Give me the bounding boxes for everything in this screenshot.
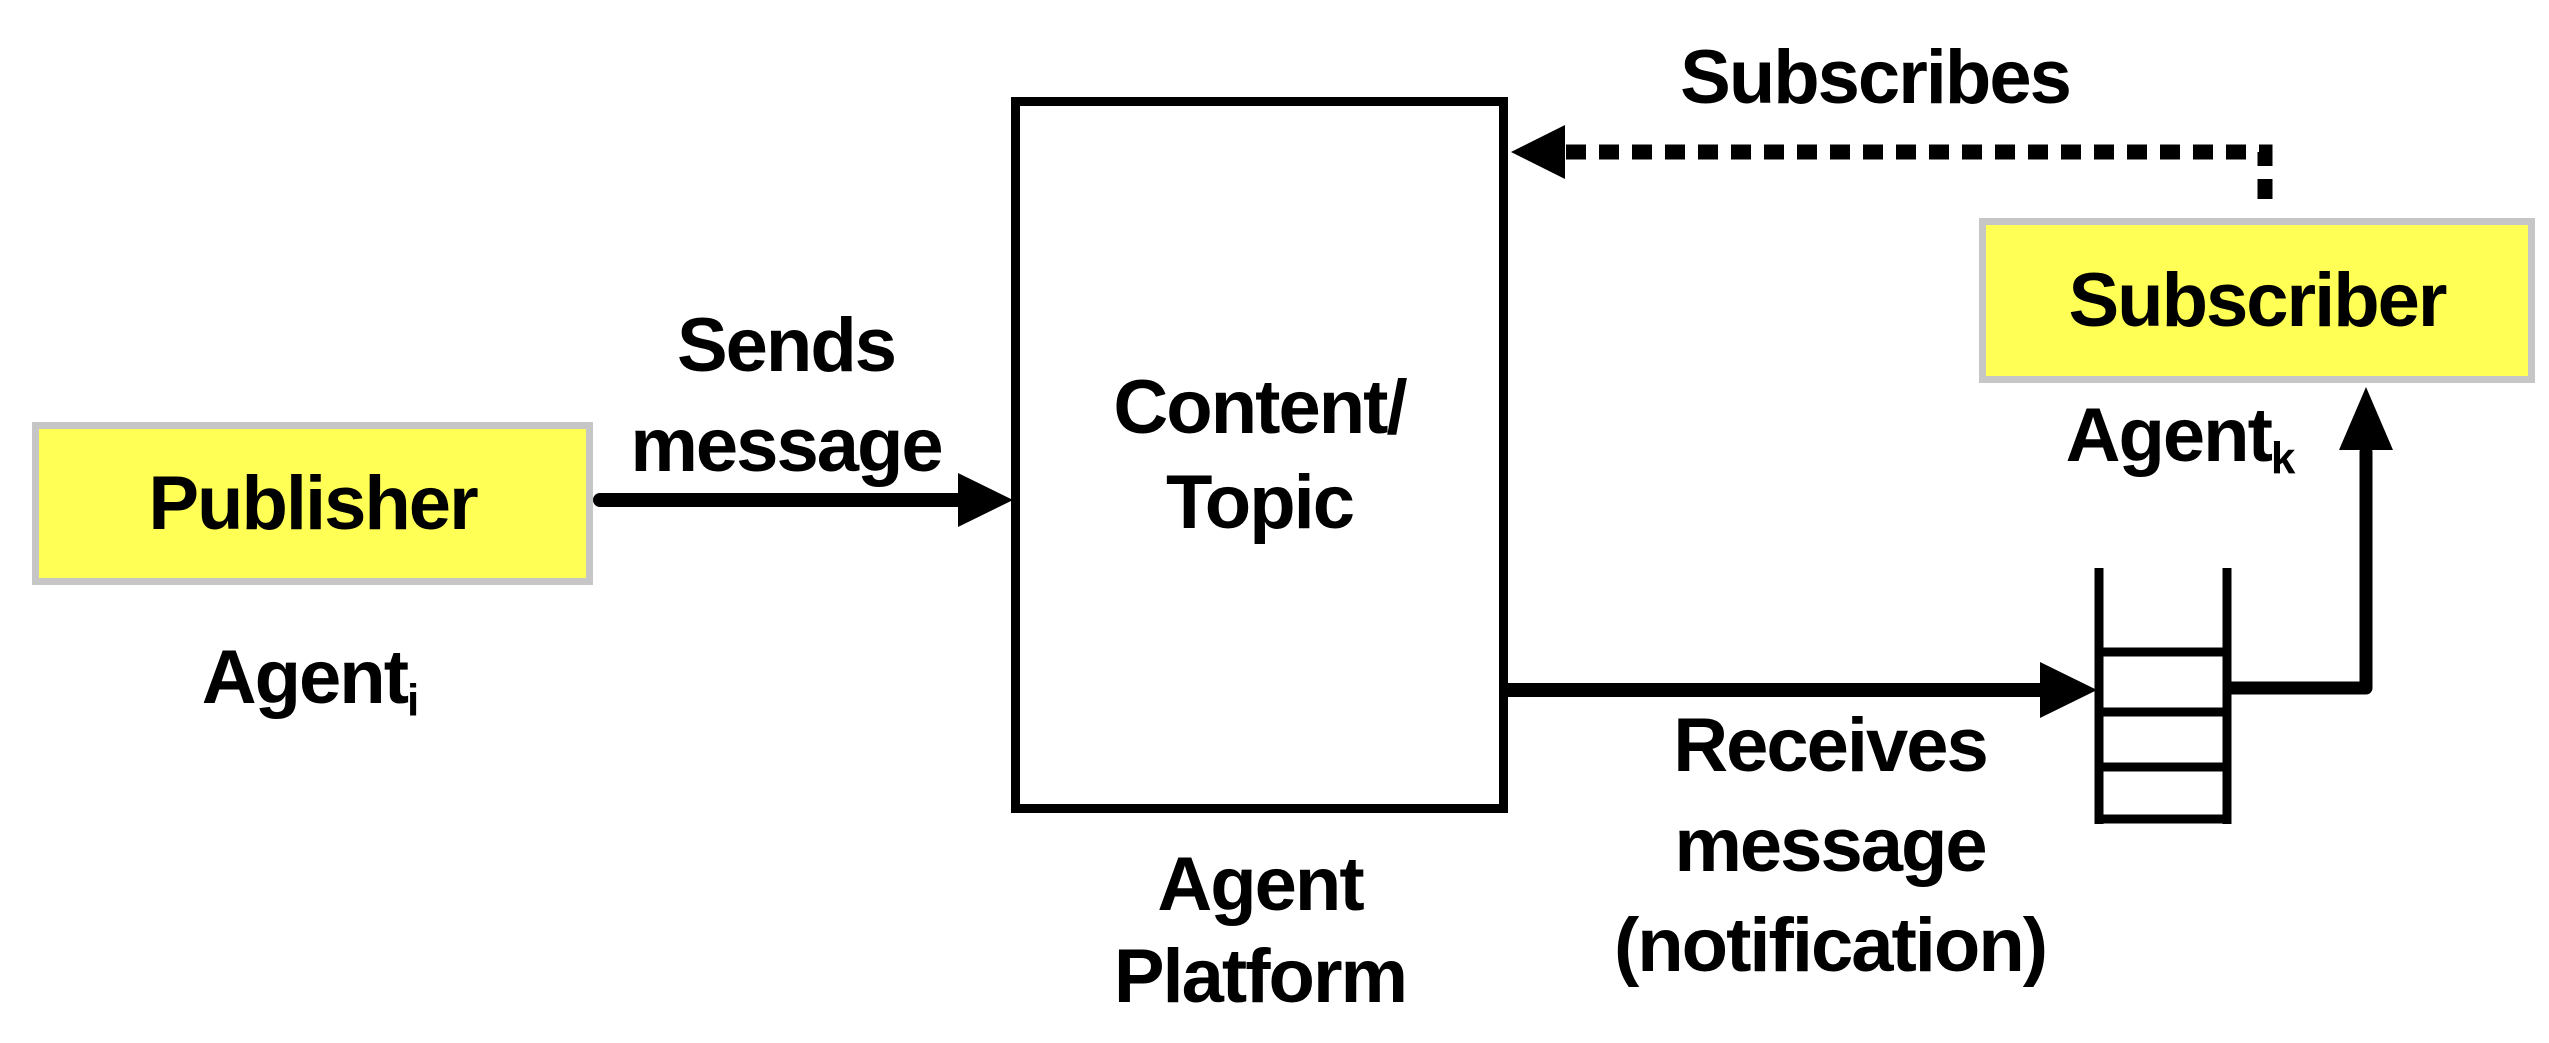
receives-message-line2: message	[1674, 803, 1987, 888]
receives-message-line1: Receives	[1673, 703, 1989, 788]
subscriber-label: Subscriber	[2068, 258, 2447, 343]
content-topic-box: Content/ Topic	[1011, 97, 1508, 813]
subscriber-box: Subscriber	[1979, 218, 2535, 383]
sends-message-line1: Sends	[676, 303, 897, 388]
subscribes-label: Subscribes	[1680, 35, 2072, 120]
agent-i-text: Agent	[201, 635, 409, 720]
content-topic-line2: Topic	[1165, 460, 1355, 545]
content-topic-line1: Content/	[1113, 365, 1407, 450]
subscribes-arrowhead	[1511, 125, 1565, 179]
agent-platform-line2: Platform	[1113, 934, 1408, 1019]
publisher-box: Publisher	[32, 422, 593, 585]
receives-message-line3: (notification)	[1613, 903, 2048, 988]
agent-k-subscript: k	[2270, 434, 2295, 484]
agent-k-text: Agent	[2065, 393, 2273, 478]
agent-k-label: Agentk	[1930, 386, 2430, 509]
agent-i-subscript: i	[407, 676, 419, 726]
agent-i-label: Agenti	[60, 628, 560, 751]
sends-message-label: Sends message	[486, 296, 1086, 496]
publisher-label: Publisher	[148, 461, 478, 546]
subscribes-dashed-line	[1566, 144, 2273, 212]
sends-message-line2: message	[630, 403, 943, 488]
agent-platform-line1: Agent	[1157, 842, 1364, 927]
receives-message-label: Receives message (notification)	[1530, 696, 2130, 996]
content-topic-label: Content/ Topic	[1113, 360, 1407, 550]
agent-platform-label: Agent Platform	[960, 839, 1560, 1023]
